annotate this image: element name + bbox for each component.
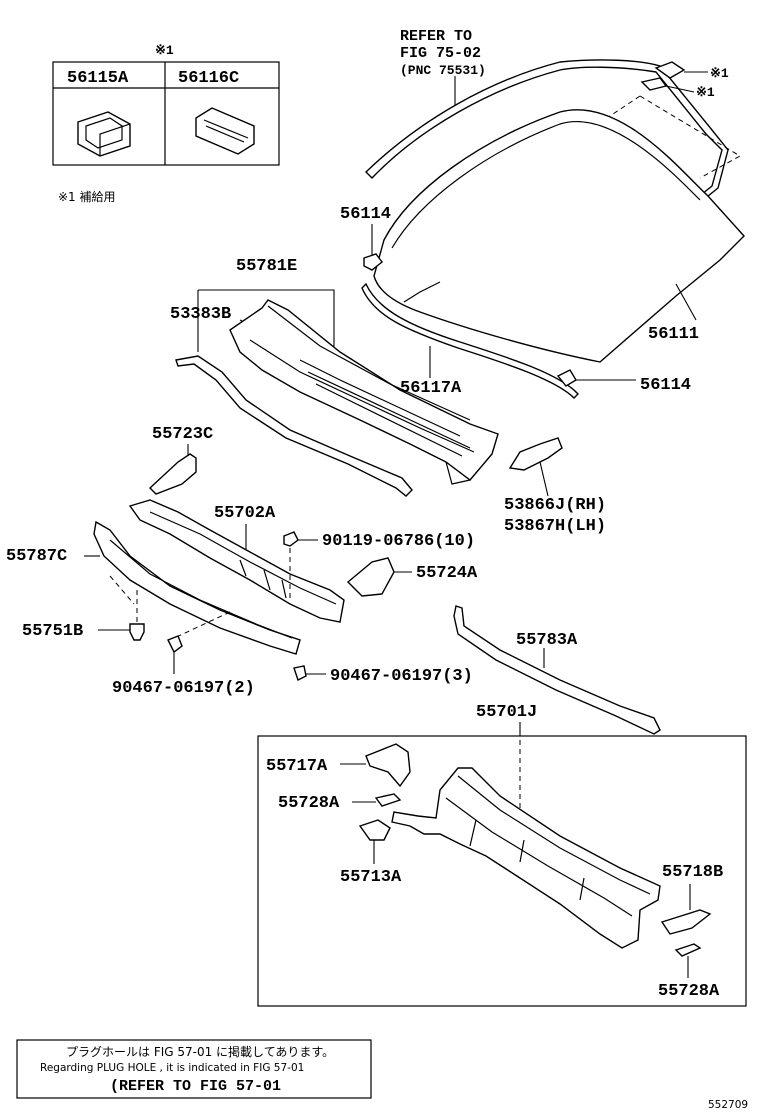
- seal-55783a[interactable]: [453, 605, 661, 735]
- refer-to-fig-75-02[interactable]: REFER TO FIG 75-02 (PNC 75531): [400, 28, 486, 78]
- inset-part-56115a[interactable]: 56115A: [67, 69, 129, 88]
- label-53383b[interactable]: 53383B: [170, 305, 231, 324]
- inset-footnote: ※1 補給用: [58, 190, 116, 204]
- clip-56115a-illustration: [77, 111, 131, 157]
- label-55718b[interactable]: 55718B: [662, 863, 723, 882]
- label-56111[interactable]: 56111: [648, 325, 699, 344]
- bracket-53866j-53867h[interactable]: [508, 437, 563, 471]
- clip-55751b[interactable]: [129, 623, 145, 641]
- inset-mark: ※1: [155, 43, 174, 58]
- label-55724a[interactable]: 55724A: [416, 564, 478, 583]
- bracket-55724a[interactable]: [346, 557, 395, 597]
- spacer-56114-upper[interactable]: [363, 253, 383, 271]
- plate-56116c-illustration: [195, 107, 255, 155]
- bracket-55718b[interactable]: [660, 909, 712, 935]
- clip-90467-06197-left[interactable]: [167, 635, 183, 654]
- inset-frame: [52, 61, 280, 166]
- label-53866j[interactable]: 53866J(RH): [504, 496, 606, 515]
- plug-hole-note: プラグホールは FIG 57-01 に掲載してあります。 Regarding P…: [16, 1039, 372, 1099]
- label-56114-lower[interactable]: 56114: [640, 376, 691, 395]
- dash-panel-55701j[interactable]: [391, 767, 661, 949]
- dash-panel-group-frame: [257, 735, 747, 1007]
- seal-53383b[interactable]: [175, 355, 413, 497]
- label-56114-upper[interactable]: 56114: [340, 205, 391, 224]
- figure-id: 552709: [708, 1099, 748, 1111]
- label-55787c[interactable]: 55787C: [6, 547, 67, 566]
- label-55723c[interactable]: 55723C: [152, 425, 213, 444]
- panel-55702a[interactable]: [128, 499, 345, 623]
- label-56117a[interactable]: 56117A: [400, 379, 462, 398]
- bracket-55713a[interactable]: [358, 819, 391, 841]
- label-55751b[interactable]: 55751B: [22, 622, 83, 641]
- bolt-90119-06786[interactable]: [283, 531, 299, 547]
- bracket-55723c[interactable]: [148, 453, 197, 495]
- clip-90467-06197-right[interactable]: [293, 665, 307, 681]
- dam-56117a[interactable]: [361, 282, 579, 399]
- label-55702a[interactable]: 55702A: [214, 504, 276, 523]
- mark-1: ※1: [710, 66, 729, 81]
- label-55717a[interactable]: 55717A: [266, 757, 328, 776]
- clip-upper-right[interactable]: [654, 61, 686, 79]
- label-55783a[interactable]: 55783A: [516, 631, 578, 650]
- panel-55787c[interactable]: [93, 520, 301, 655]
- label-90467-06197-2[interactable]: 90467-06197(2): [112, 679, 255, 698]
- svg-text:FIG 75-02: FIG 75-02: [400, 45, 481, 62]
- bracket-55717a[interactable]: [365, 743, 411, 788]
- svg-text:(PNC 75531): (PNC 75531): [400, 63, 486, 78]
- plug-hole-note-frame: [16, 1039, 372, 1099]
- label-53867h[interactable]: 53867H(LH): [504, 517, 606, 536]
- plate-55728a-lower[interactable]: [674, 943, 702, 957]
- plate-55728a-upper[interactable]: [374, 793, 402, 807]
- note-line-en: Regarding PLUG HOLE , it is indicated in…: [40, 1062, 304, 1074]
- svg-text:REFER TO: REFER TO: [400, 28, 472, 45]
- label-90119-06786[interactable]: 90119-06786(10): [322, 532, 475, 551]
- label-55701j[interactable]: 55701J: [476, 703, 537, 722]
- note-refer-fig-57-01[interactable]: (REFER TO FIG 57-01: [110, 1078, 281, 1095]
- mark-2: ※1: [696, 85, 715, 100]
- note-line-jp: プラグホールは FIG 57-01 に掲載してあります。: [66, 1044, 334, 1059]
- label-55713a[interactable]: 55713A: [340, 868, 402, 887]
- label-55728a-lower[interactable]: 55728A: [658, 982, 720, 1001]
- label-90467-06197-3[interactable]: 90467-06197(3): [330, 667, 473, 686]
- supply-parts-inset: ※1 56115A 56116C ※1 補給用: [52, 43, 280, 204]
- cowl-louver-55781e[interactable]: [229, 299, 499, 481]
- label-55781e[interactable]: 55781E: [236, 257, 297, 276]
- label-55728a-upper[interactable]: 55728A: [278, 794, 340, 813]
- inset-part-56116c[interactable]: 56116C: [178, 69, 239, 88]
